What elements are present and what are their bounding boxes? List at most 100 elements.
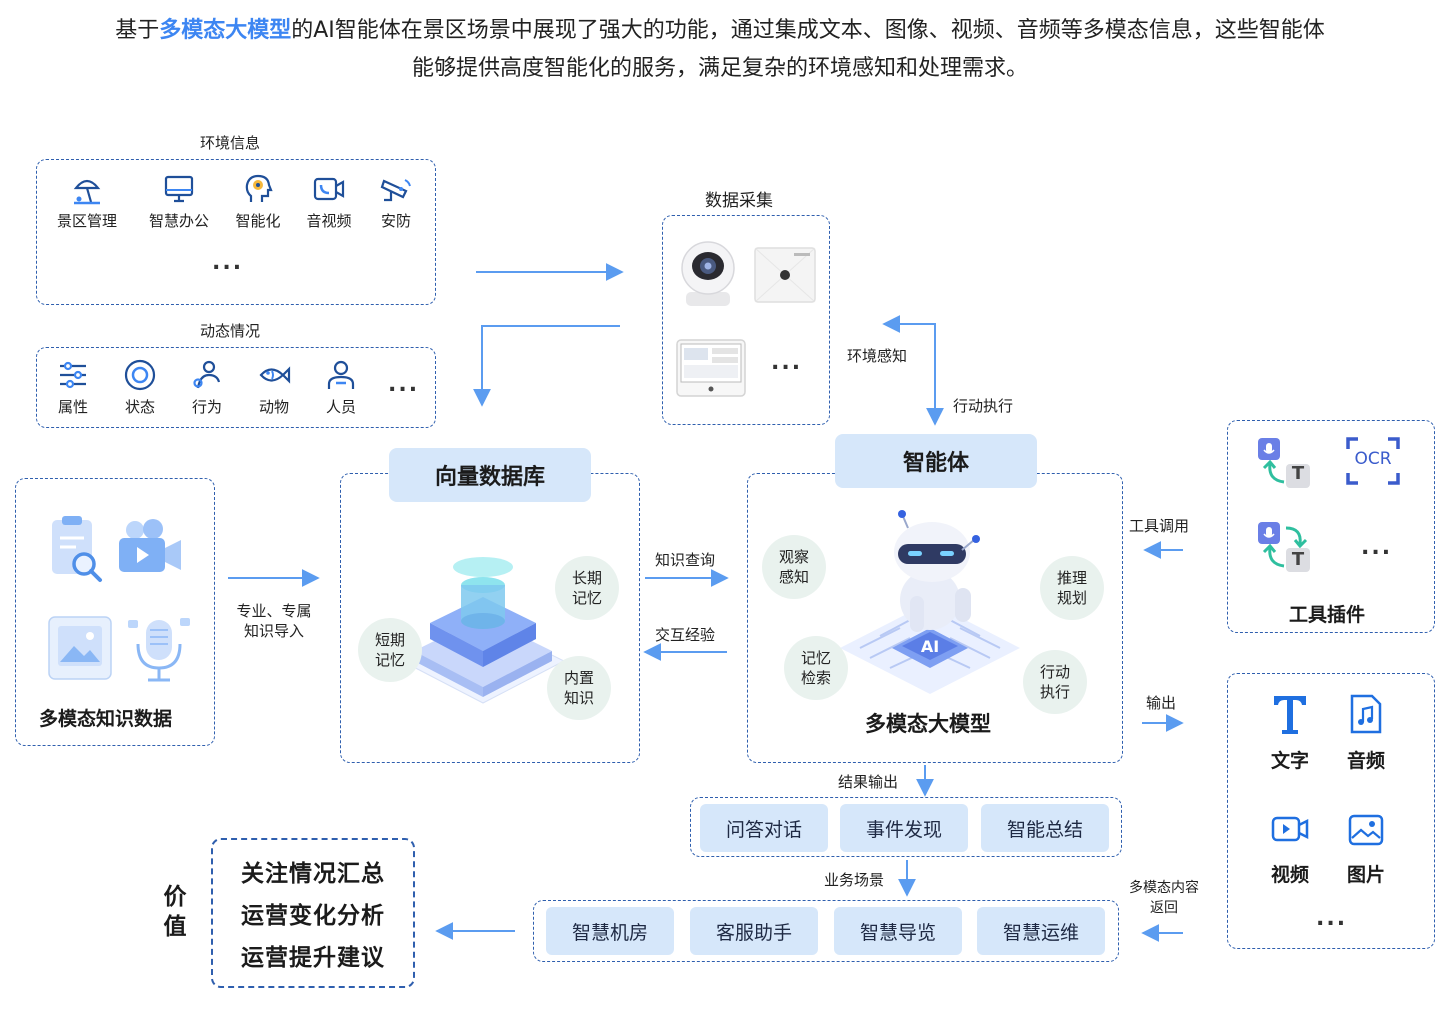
vector-db-title: 向量数据库 [389,448,591,502]
env-info-box [36,159,436,305]
output-text: 文字 [1255,692,1325,773]
value-heading: 价值 [163,884,187,940]
knowledge-title: 多模态知识数据 [39,708,173,730]
video-camera-icon [119,519,181,572]
ocr-icon [1346,437,1400,485]
output-audio: 音频 [1331,692,1401,773]
dynamic-item-person: 人员 [303,358,379,417]
target-icon [124,359,156,391]
env-item-av: 音视频 [291,172,367,231]
video-play-icon [1271,816,1309,842]
intro-text: 基于多模态大模型的AI智能体在景区场景中展现了强大的功能，通过集成文本、图像、视… [0,12,1440,88]
builtin-knowledge: 内置知识 [547,656,611,720]
knowledge-box [15,478,215,746]
dynamic-box [36,347,436,428]
ai-head-icon [245,174,273,202]
scenarios-box [533,900,1119,962]
action-execution: 行动执行 [1023,650,1087,714]
outputs-box [1227,673,1435,949]
security-camera-device [681,241,735,306]
results-box [690,797,1122,857]
agent-title: 智能体 [835,434,1037,488]
env-more: ... [212,250,244,275]
database-stack-illustration [400,557,566,704]
dynamic-title: 动态情况 [200,322,261,340]
dynamic-item-state: 状态 [102,358,178,417]
flow-mm-return: 多模态内容返回 [1129,880,1199,916]
audio-file-icon [1350,694,1382,734]
multimodal-model-title: 多模态大模型 [865,712,991,736]
reason-plan: 推理规划 [1040,556,1104,620]
output-image: 图片 [1331,810,1401,887]
outputs-more: ... [1316,906,1348,931]
flow-env-sense: 环境感知 [847,347,908,365]
result-qa: 问答对话 [700,804,828,852]
person-icon [327,360,355,389]
sliders-icon [60,361,86,389]
collect-title: 数据采集 [705,191,773,211]
value-item-advice: 运营提升建议 [241,945,385,971]
value-item-analysis: 运营变化分析 [241,903,385,929]
value-item-summary: 关注情况汇总 [241,861,385,887]
arrow-env-sense [882,315,936,424]
tools-more: ... [1361,535,1393,560]
text-to-speech-icon [1258,522,1310,572]
env-item-security: 安防 [358,172,434,231]
speech-to-text-icon [1258,438,1310,488]
dynamic-item-animal: 动物 [236,358,312,417]
video-call-icon [313,177,345,201]
result-summary: 智能总结 [981,804,1109,852]
intro-highlight: 多模态大模型 [159,18,292,43]
scenario-customer-service: 客服助手 [690,907,818,955]
env-item-scenic: 景区管理 [49,172,125,231]
tool-t-letter-2: T [1291,549,1305,570]
flow-import: 专业、专属知识导入 [236,602,312,640]
flow-experience: 交互经验 [655,626,716,644]
flow-tool-call: 工具调用 [1129,517,1190,535]
clipboard-search-icon [52,516,102,582]
svg-text:AI: AI [921,637,939,656]
env-item-smart: 智能化 [220,172,296,231]
scenario-machine-room: 智慧机房 [546,907,674,955]
image-file-icon [48,616,112,680]
output-video: 视频 [1255,810,1325,887]
environment-monitor-device [676,339,746,397]
text-t-icon [1274,696,1306,734]
intro-line-1: 基于多模态大模型的AI智能体在景区场景中展现了强大的功能，通过集成文本、图像、视… [115,18,1325,43]
flow-biz: 业务场景 [824,871,885,889]
scenario-guide: 智慧导览 [834,907,962,955]
flow-query: 知识查询 [655,551,716,569]
image-icon [1348,814,1384,846]
result-event: 事件发现 [840,804,968,852]
ocr-text: OCR [1354,449,1392,469]
cctv-camera-icon [380,179,411,202]
dynamic-item-attr: 属性 [35,358,111,417]
tool-t-letter: T [1291,463,1305,484]
env-item-office: 智慧办公 [141,172,217,231]
dynamic-item-behavior: 行为 [169,358,245,417]
microphone-icon [128,618,190,682]
scenario-ops: 智慧运维 [977,907,1105,955]
observe-perceive: 观察感知 [762,535,826,599]
flow-output: 输出 [1146,694,1177,712]
collect-box [662,215,830,425]
beach-umbrella-icon [73,179,101,205]
intro-line-2: 能够提供高度智能化的服务，满足复杂的环境感知和处理需求。 [411,56,1028,81]
env-info-title: 环境信息 [200,134,261,152]
long-term-memory: 长期记忆 [555,556,619,620]
short-term-memory: 短期记忆 [358,618,422,682]
fish-icon [259,366,291,384]
monitor-icon [164,175,194,203]
flow-result-out: 结果输出 [838,773,899,791]
flow-action-exec: 行动执行 [953,397,1014,415]
person-activity-icon [193,360,221,389]
tools-title: 工具插件 [1289,604,1366,626]
memory-retrieval: 记忆检索 [784,636,848,700]
sensor-panel-device [754,247,816,303]
ai-robot-illustration: AI [840,510,1020,694]
value-box: 关注情况汇总 运营变化分析 运营提升建议 [211,838,415,988]
arrow-collect-to-db [473,325,620,407]
dynamic-more: ... [388,372,420,397]
collect-more: ... [771,350,803,375]
tools-box [1227,420,1435,633]
